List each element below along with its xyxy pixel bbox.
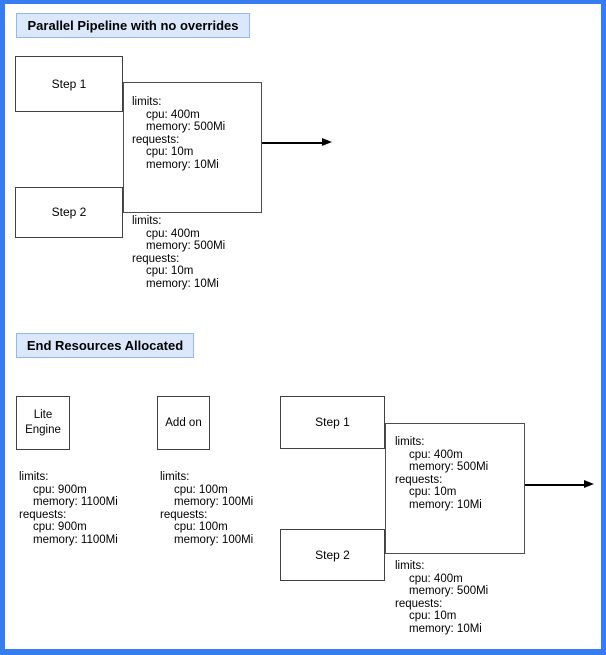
section1-step2-resources: limits: cpu: 400m memory: 500Mi requests…: [132, 215, 225, 291]
lite-engine-label-line2: Engine: [25, 424, 61, 436]
resource-line: cpu: 10m: [409, 610, 457, 623]
resource-line: memory: 500Mi: [146, 121, 226, 134]
resource-line: memory: 10Mi: [146, 277, 219, 290]
resource-line: cpu: 10m: [146, 146, 194, 159]
section1-step1-resources: limits: cpu: 400m memory: 500Mi requests…: [132, 96, 225, 172]
section2-step1-label: Step 1: [315, 415, 350, 429]
resource-line: limits:: [395, 560, 425, 572]
section2-step1-node: Step 1: [280, 396, 385, 449]
section1-title: Parallel Pipeline with no overrides: [16, 13, 250, 38]
resource-line: memory: 100Mi: [174, 533, 254, 546]
lite-engine-node: Lite Engine: [16, 396, 70, 450]
add-on-label: Add on: [165, 416, 202, 429]
resource-line: memory: 100Mi: [174, 496, 254, 509]
resource-line: requests:: [19, 508, 67, 521]
resource-line: cpu: 400m: [146, 227, 200, 240]
resource-line: cpu: 10m: [409, 486, 457, 499]
resource-line: memory: 500Mi: [146, 240, 226, 253]
section2-title: End Resources Allocated: [16, 333, 194, 358]
section2-step2-label: Step 2: [315, 547, 350, 562]
resource-line: cpu: 100m: [174, 521, 228, 534]
section1-step2-node: Step 2: [15, 187, 123, 238]
resource-line: cpu: 100m: [174, 483, 228, 496]
section1-flow-arrow-head-icon: [322, 138, 332, 146]
resource-line: memory: 10Mi: [409, 622, 482, 635]
add-on-node: Add on: [157, 396, 210, 450]
resource-line: requests:: [395, 473, 443, 486]
section2-step2-node: Step 2: [280, 529, 385, 581]
resource-line: memory: 10Mi: [146, 158, 219, 171]
section1-flow-arrow-shaft: [262, 142, 323, 144]
resource-line: memory: 1100Mi: [33, 496, 118, 509]
section2-flow-arrow-shaft: [525, 484, 585, 486]
section2-step2-resources: limits: cpu: 400m memory: 500Mi requests…: [395, 560, 488, 636]
resource-line: limits:: [395, 436, 425, 448]
resource-line: cpu: 900m: [33, 483, 87, 496]
section1-step1-label: Step 1: [51, 76, 87, 91]
resource-line: requests:: [132, 133, 180, 146]
resource-line: cpu: 400m: [409, 572, 463, 585]
resource-line: memory: 500Mi: [409, 461, 489, 474]
lite-engine-label-line1: Lite: [33, 409, 53, 421]
resource-line: cpu: 900m: [33, 521, 87, 534]
resource-line: requests:: [132, 252, 180, 265]
resource-line: limits:: [132, 96, 162, 108]
resource-line: limits:: [19, 471, 49, 483]
resource-line: memory: 10Mi: [409, 498, 482, 511]
resource-line: limits:: [132, 215, 162, 227]
resource-line: requests:: [160, 508, 208, 521]
lite-engine-resources: limits: cpu: 900m memory: 1100Mi request…: [19, 471, 118, 547]
resource-line: memory: 500Mi: [409, 585, 489, 598]
resource-line: limits:: [160, 471, 190, 483]
section1-step2-label: Step 2: [51, 205, 87, 219]
add-on-resources: limits: cpu: 100m memory: 100Mi requests…: [160, 471, 253, 547]
resource-line: cpu: 400m: [409, 448, 463, 461]
section2-flow-arrow-head-icon: [584, 480, 594, 488]
section1-step1-node: Step 1: [15, 56, 123, 112]
section2-step1-resources: limits: cpu: 400m memory: 500Mi requests…: [395, 436, 488, 512]
resource-line: memory: 1100Mi: [33, 533, 118, 546]
section2-merge-connector: [385, 423, 525, 554]
resource-line: cpu: 10m: [146, 265, 194, 278]
section1-merge-connector: [123, 82, 262, 213]
resource-line: requests:: [395, 597, 443, 610]
resource-line: cpu: 400m: [146, 108, 200, 121]
